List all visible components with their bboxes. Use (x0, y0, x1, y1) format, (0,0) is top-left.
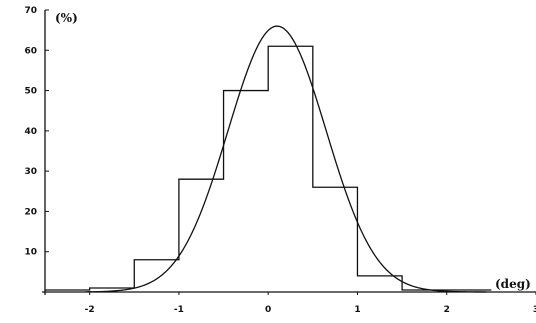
x-axis-unit: (deg) (495, 277, 531, 291)
histogram-bar (179, 179, 224, 292)
x-tick-label: 3 (533, 305, 536, 315)
x-tick-label: 0 (265, 305, 271, 315)
axes (42, 10, 536, 295)
x-tick-label: -2 (85, 305, 95, 315)
histogram-bar (224, 91, 269, 292)
y-tick-label: 30 (24, 167, 37, 177)
y-tick-label: 40 (24, 127, 37, 137)
y-tick-label: 70 (24, 6, 37, 16)
histogram-bar (313, 187, 358, 292)
x-axis-ticks: -2 -1 0 1 2 3 (85, 292, 536, 315)
histogram-bar (357, 276, 402, 292)
y-tick-label: 10 (24, 248, 37, 258)
x-tick-label: 1 (354, 305, 360, 315)
fitted-gaussian-curve (85, 25, 487, 293)
x-tick-label: 2 (444, 305, 450, 315)
y-tick-label: 20 (24, 207, 37, 217)
y-axis-ticks: 10 20 30 40 50 60 70 (24, 6, 49, 258)
histogram-outline (45, 45, 492, 291)
y-tick-label: 50 (24, 87, 37, 97)
y-tick-label: 60 (24, 46, 37, 56)
x-tick-label: -1 (174, 305, 184, 315)
histogram-bar (268, 46, 313, 292)
y-axis-unit: (%) (55, 11, 78, 25)
